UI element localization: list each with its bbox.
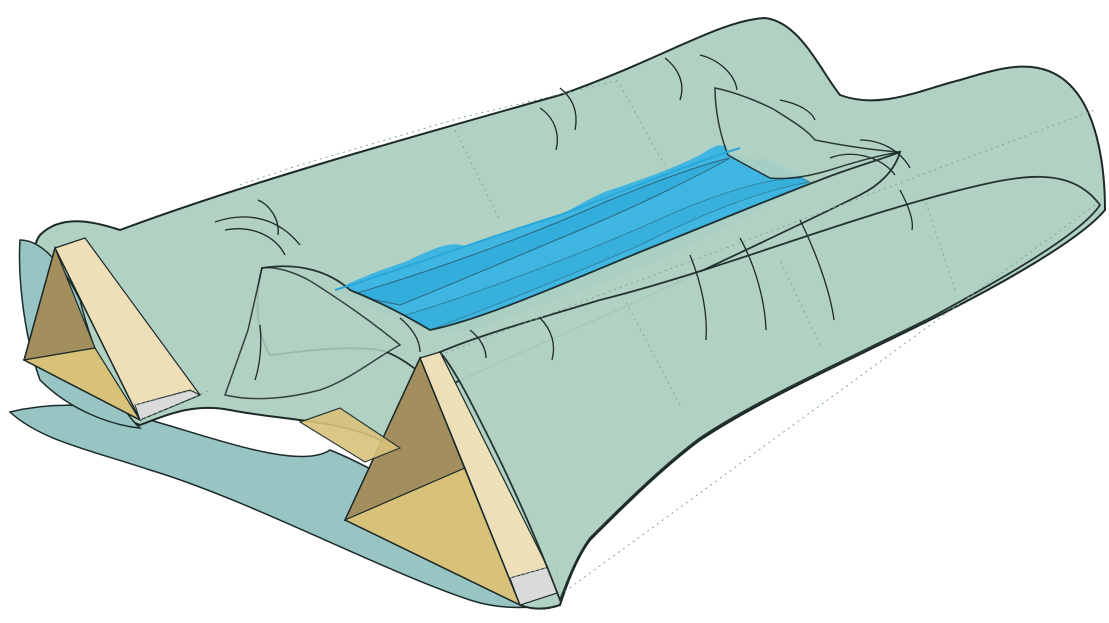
diagram-canvas: [0, 0, 1109, 623]
frame-pool-illustration: [0, 0, 1109, 623]
